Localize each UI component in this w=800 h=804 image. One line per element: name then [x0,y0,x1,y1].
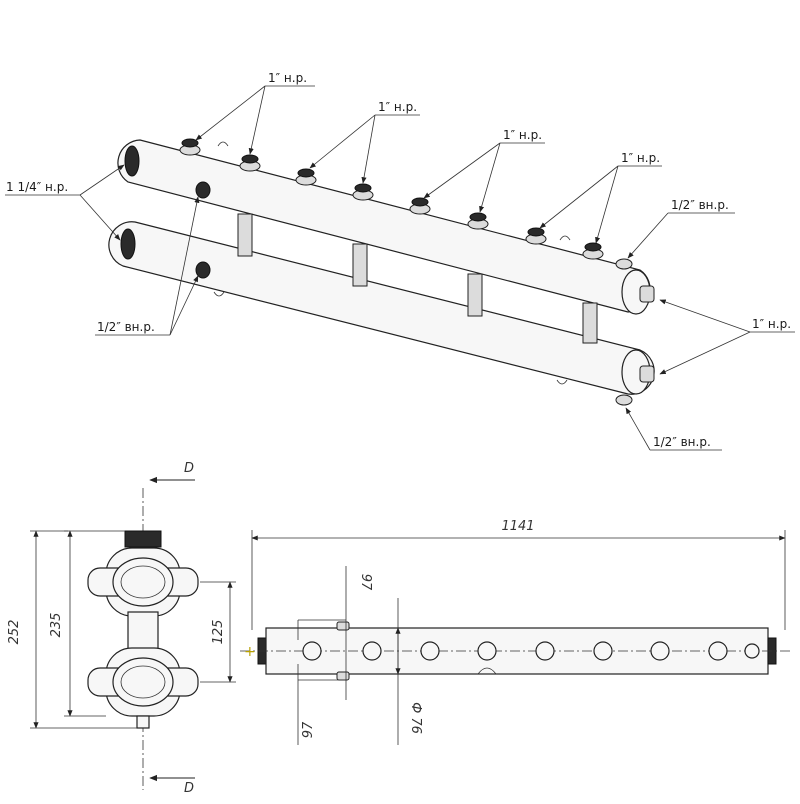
label-top-1: 1″ н.р. [268,71,307,85]
bottom-drain [136,715,150,729]
dim-diameter: Ф 76 [408,702,423,734]
outlet-upper-nipple [639,285,655,303]
stud-bottom [336,671,350,681]
dim-height-total: 252 [7,620,22,645]
stud-top [336,621,350,631]
dim-axis-spacing: 125 [211,620,226,645]
vent-port [615,258,633,270]
section-view: D D 252 235 125 [7,461,236,796]
dim-offset-top: 97 [358,574,373,591]
label-outlet: 1″ н.р. [752,317,791,331]
origin-mark: + [244,644,256,660]
outlet-lower-nipple [639,365,655,383]
inlet-upper-thread [124,145,140,177]
isometric-view: 1″ н.р. 1″ н.р. 1″ н.р. 1″ н.р. 1 1/4″ н… [5,71,795,451]
dim-length: 1141 [501,519,534,534]
mount-lug [217,141,229,147]
inlet-lower-thread [120,228,136,260]
connector-bump [477,667,497,675]
label-top-3: 1″ н.р. [503,128,542,142]
label-top-2: 1″ н.р. [378,100,417,114]
label-top-4: 1″ н.р. [621,151,660,165]
section-marker-bottom: D [184,781,194,796]
top-nipple [124,530,162,548]
plan-view: 1141 + 97 97 [240,519,790,745]
bottom-drain-port [615,394,633,406]
connecting-tubes [237,213,598,344]
lower-collector-pipe [108,221,655,395]
section-marker-top: D [184,461,194,476]
connector-tube [127,611,159,653]
plan-ports [302,641,760,661]
mount-lug [556,379,568,385]
mount-lug [559,235,571,241]
label-drain-bottom: 1/2″ вн.р. [653,435,711,449]
leader-lines [5,85,795,451]
mount-lug [213,291,225,297]
branch-nipples [179,138,604,260]
dim-offset-bottom: 97 [301,721,316,738]
drain-plug-upper [195,181,211,199]
drain-plug-lower [195,261,211,279]
label-inlet: 1 1/4″ н.р. [6,180,68,194]
label-vent: 1/2″ вн.р. [671,198,729,212]
dim-height-body: 235 [49,613,64,638]
label-drain-left: 1/2″ вн.р. [97,320,155,334]
